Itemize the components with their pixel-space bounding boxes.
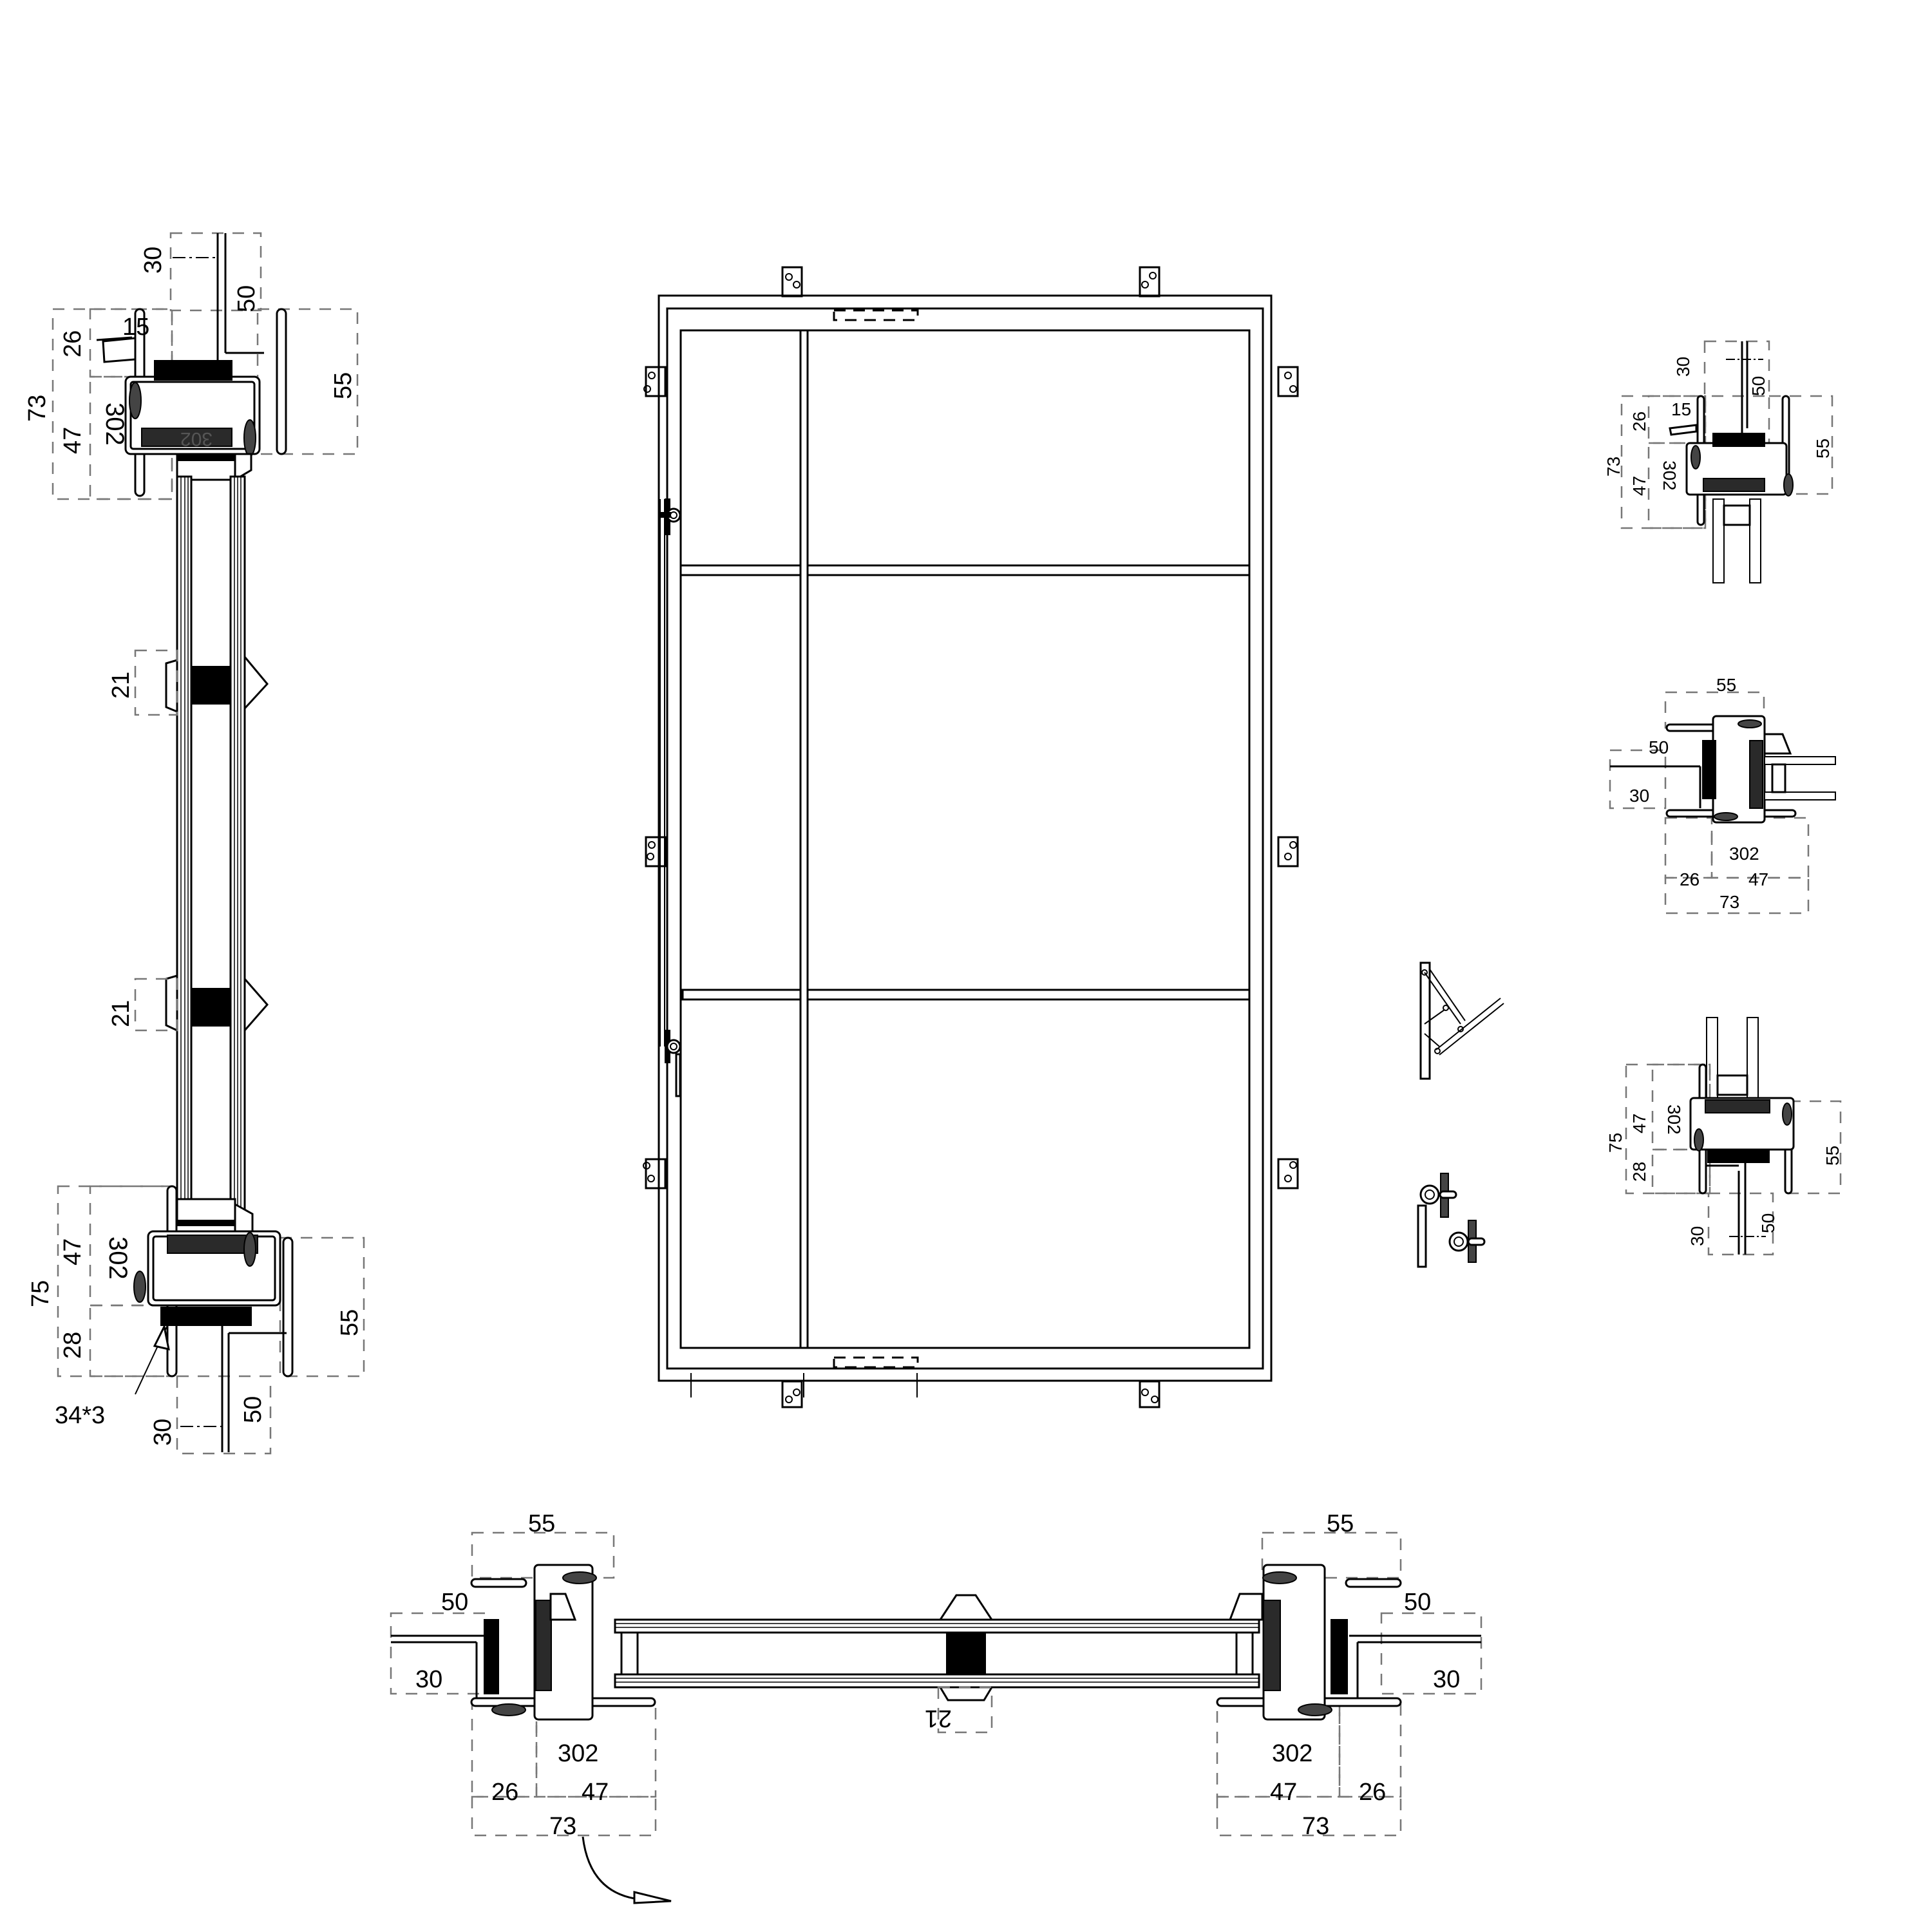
dim-total: 73 [1604, 457, 1624, 477]
dim-total: 73 [1719, 892, 1739, 912]
dim-frame-outer: 26 [59, 330, 86, 357]
dim-bead-1: 21 [108, 672, 135, 699]
glass-unit-vertical: 21 21 [108, 475, 269, 1225]
dim-profile: 302 [104, 1236, 132, 1280]
dim-profile: 302 [558, 1740, 598, 1767]
horizontal-muntin-2 [681, 989, 1251, 1001]
window-elevation [643, 266, 1299, 1408]
sill-section-bottom: 47 302 75 28 55 50 30 34*3 [27, 1185, 365, 1455]
dim-total: 73 [549, 1813, 576, 1840]
dim-frame-outer: 26 [1629, 412, 1649, 431]
handle-top [661, 498, 681, 535]
profile-number: 302 [180, 428, 213, 450]
dim-anchor-length: 50 [240, 1396, 267, 1423]
dim-frame-inner: 47 [59, 1238, 86, 1265]
anchor-bracket-top-right [1139, 266, 1160, 298]
dim-frame-outer: 26 [1359, 1779, 1386, 1806]
dim-profile: 302 [100, 402, 129, 446]
dim-anchor-depth: 30 [415, 1666, 442, 1693]
dim-frame-outer: 28 [59, 1332, 86, 1359]
sill-detail-small: 47 302 75 28 55 50 30 [1605, 1017, 1842, 1256]
anchor-bracket-right-1 [1277, 366, 1299, 397]
dim-anchor-depth: 30 [1433, 1666, 1460, 1693]
anchor-bracket-top-left [781, 266, 803, 298]
opening-direction-arrow-icon [582, 1836, 672, 1904]
dim-height: 55 [330, 372, 357, 399]
handle-keeper-icon [1448, 1220, 1486, 1263]
vent-slot-top [833, 309, 919, 321]
left-jamb-section: 55 50 30 302 26 47 73 [390, 1510, 657, 1840]
dim-anchor-length: 50 [441, 1589, 468, 1616]
dim-anchor-depth: 30 [1673, 357, 1693, 377]
dim-height: 55 [336, 1309, 363, 1336]
vent-slot-bottom [833, 1356, 919, 1368]
dim-flashing: 15 [1671, 399, 1691, 419]
right-jamb-section: 55 50 30 302 47 26 73 [1216, 1510, 1482, 1840]
dim-frame-inner: 47 [1748, 869, 1768, 889]
dim-anchor-depth: 30 [1687, 1226, 1707, 1246]
jamb-detail-small: 55 50 30 302 26 47 73 [1609, 675, 1836, 914]
dim-total: 73 [1302, 1813, 1329, 1840]
dim-anchor-length: 50 [1748, 376, 1768, 396]
dim-mullion: 21 [925, 1705, 952, 1732]
horizontal-section: 55 50 30 302 26 47 73 21 [390, 1510, 1482, 1904]
dim-total: 75 [27, 1280, 54, 1307]
dim-height: 55 [528, 1510, 555, 1537]
glass-area [679, 329, 1251, 1349]
head-detail-small: 30 50 15 26 73 47 302 55 [1604, 340, 1833, 583]
dim-profile: 302 [1729, 844, 1759, 864]
anchor-bracket-left-2 [645, 836, 667, 867]
dim-anchor-length: 50 [1649, 737, 1669, 757]
anchor-bracket-right-2 [1277, 836, 1299, 867]
dim-bead-2: 21 [108, 1000, 135, 1027]
outer-frame [658, 294, 1273, 1382]
dim-frame-inner: 47 [59, 427, 86, 454]
dim-total: 73 [24, 395, 51, 422]
dim-profile: 302 [1272, 1740, 1312, 1767]
dim-frame-inner: 47 [582, 1779, 609, 1806]
friction-stay-hinge-icon [1419, 961, 1504, 1080]
cockspur-handle-icon [1417, 1173, 1457, 1268]
left-vertical-section: 302 30 50 15 26 73 47 302 55 [24, 232, 365, 1455]
dim-frame-outer: 26 [491, 1779, 518, 1806]
dim-height: 55 [1813, 439, 1833, 459]
dim-profile: 302 [1664, 1104, 1684, 1135]
head-section-top: 302 30 50 15 26 73 47 302 55 [24, 232, 359, 500]
dim-height: 55 [1327, 1510, 1354, 1537]
dim-anchor-depth: 30 [149, 1419, 176, 1446]
horizontal-muntin-1 [679, 564, 1251, 576]
sash-frame [666, 307, 1264, 1370]
dim-profile: 302 [1660, 460, 1680, 491]
glass-unit-horizontal: 21 [614, 1594, 1260, 1734]
anchor-bracket-bottom-right [1139, 1380, 1160, 1408]
dim-frame-inner: 47 [1629, 1113, 1649, 1133]
anchor-bracket-right-3 [1277, 1158, 1299, 1189]
dim-anchor-depth: 30 [1629, 786, 1649, 806]
dim-anchor-length: 50 [1758, 1213, 1778, 1233]
dim-anchor-length: 50 [1404, 1589, 1431, 1616]
anchor-bracket-left-3 [643, 1158, 667, 1189]
dim-frame-outer: 26 [1680, 869, 1700, 889]
dim-total: 75 [1605, 1133, 1625, 1153]
dim-height: 55 [1823, 1146, 1842, 1166]
dim-anchor-depth: 30 [140, 247, 167, 274]
dim-flashing: 15 [122, 314, 149, 341]
dim-anchor-length: 50 [233, 285, 260, 312]
dim-screw-spec: 34*3 [55, 1402, 105, 1429]
dim-frame-inner: 47 [1629, 476, 1649, 496]
anchor-bracket-bottom-left [781, 1380, 803, 1408]
dim-frame-inner: 47 [1270, 1779, 1297, 1806]
handle-bottom [665, 1030, 681, 1097]
anchor-bracket-left-1 [643, 366, 667, 397]
dim-frame-outer: 28 [1629, 1162, 1649, 1182]
